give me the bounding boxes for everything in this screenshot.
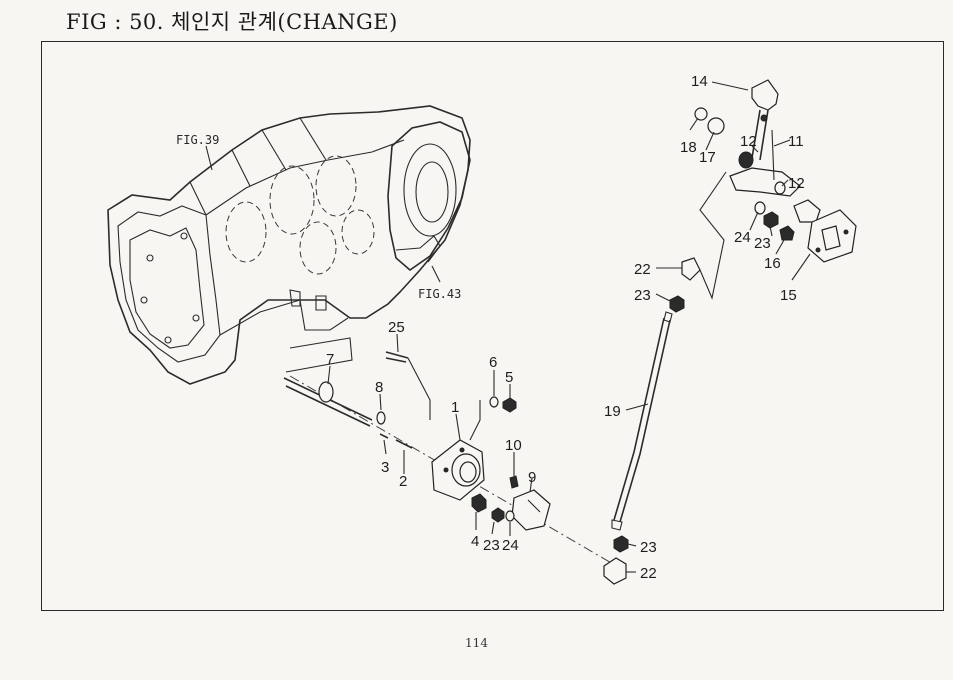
callout-22-lower: 22 — [640, 565, 657, 582]
callout-12-lower: 12 — [788, 175, 805, 192]
diagram-frame — [41, 41, 944, 611]
callout-14: 14 — [691, 73, 708, 90]
pin — [379, 433, 389, 439]
callout-12-upper: 12 — [740, 133, 757, 150]
callout-1: 1 — [451, 399, 459, 416]
lower-joint-nut — [613, 535, 629, 553]
o-ring — [376, 411, 386, 425]
callout-8: 8 — [375, 379, 383, 396]
connector-line — [285, 337, 353, 373]
fig43-reference: FIG.43 — [418, 287, 461, 301]
callout-2: 2 — [399, 473, 407, 490]
lower-washer — [505, 510, 515, 522]
small-bolt — [509, 475, 519, 489]
callout-3: 3 — [381, 459, 389, 476]
nut — [502, 397, 517, 413]
callout-25: 25 — [388, 319, 405, 336]
callout-23-lower: 23 — [483, 537, 500, 554]
callout-11: 11 — [788, 133, 804, 150]
figure-title: FIG : 50. 체인지 관계(CHANGE) — [66, 10, 398, 34]
callout-9: 9 — [528, 469, 536, 486]
lever-connector-line — [699, 171, 727, 300]
upper-joint-nut — [669, 295, 685, 313]
callout-6: 6 — [489, 354, 497, 371]
callout-22-upper: 22 — [634, 261, 651, 278]
callout-10: 10 — [505, 437, 522, 454]
callout-24-lower: 24 — [502, 537, 519, 554]
shift-housing-cover — [431, 400, 485, 501]
callout-16: 16 — [764, 255, 781, 272]
upper-ball-joint — [681, 257, 701, 281]
callout-17: 17 — [699, 149, 716, 166]
lower-ball-joint — [603, 557, 627, 585]
callout-19: 19 — [604, 403, 621, 420]
callout-23-upper: 23 — [754, 235, 771, 252]
callout-15: 15 — [780, 287, 797, 304]
callout-23-rod-lower: 23 — [640, 539, 657, 556]
callout-24-upper: 24 — [734, 229, 751, 246]
lower-nut — [491, 507, 505, 523]
control-rod — [611, 311, 673, 531]
bolt — [471, 493, 487, 513]
lever-bracket — [511, 489, 551, 531]
leader-lines — [327, 81, 811, 573]
callout-23-rod-upper: 23 — [634, 287, 651, 304]
callout-7: 7 — [326, 351, 334, 368]
spring-pin — [395, 439, 413, 449]
stud-bolt — [385, 351, 431, 420]
fig39-reference: FIG.39 — [176, 133, 219, 147]
callout-18: 18 — [680, 139, 697, 156]
shift-rod — [283, 377, 373, 427]
shift-lever-assembly — [694, 79, 857, 263]
callout-4: 4 — [471, 533, 479, 550]
callout-5: 5 — [505, 369, 513, 386]
transmission-housing — [107, 105, 471, 385]
page-number: 114 — [465, 636, 488, 650]
washer — [489, 396, 499, 408]
